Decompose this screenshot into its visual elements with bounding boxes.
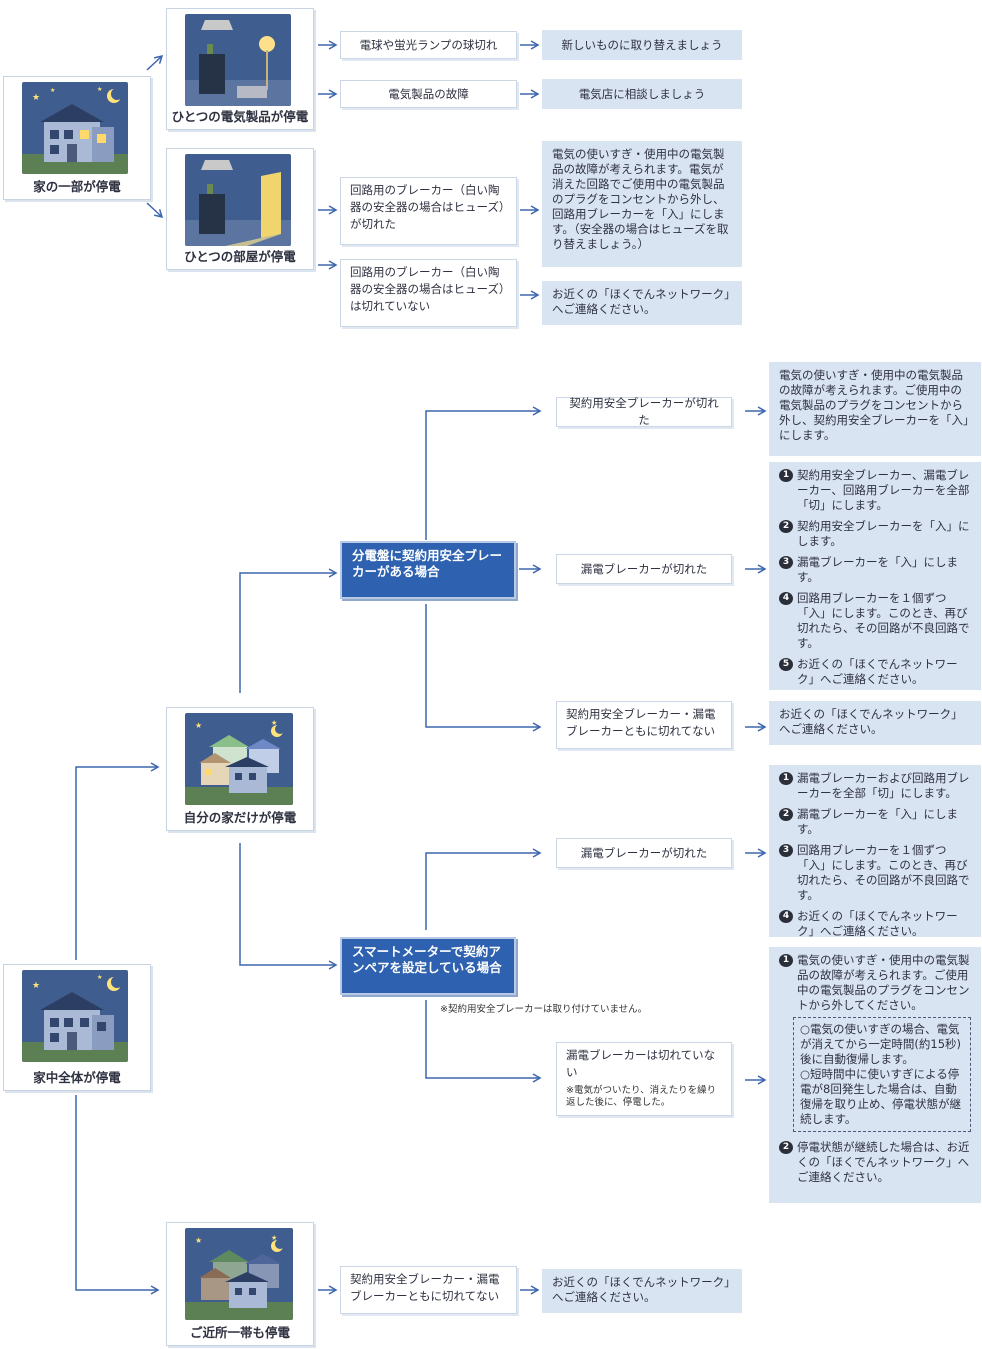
svg-text:★: ★ <box>32 981 40 991</box>
answer-contact-network-3: お近くの「ほくでんネットワーク」へご連絡ください。 <box>542 1269 742 1313</box>
root-card-whole-house: ★★ 家中全体が停電 <box>3 964 151 1091</box>
step-item: 5 お近くの「ほくでんネットワーク」へご連絡ください。 <box>779 657 971 687</box>
branch-smart-meter: スマートメーターで契約アンペアを設定している場合 <box>340 937 516 995</box>
step-number-4: 4 <box>779 910 793 923</box>
cause-appliance-fault: 電気製品の故障 <box>340 80 517 108</box>
step-text: 回路用ブレーカーを１個ずつ「入」にします。このとき、再び切れたら、その回路が不良… <box>797 591 970 650</box>
room-lamp-illustration <box>185 14 291 106</box>
recovery-note: ○短時間中に使いすぎによる停電が8回発生した場合は、自動復帰を取り止め、停電状態… <box>800 1067 961 1126</box>
svg-text:★: ★ <box>32 93 40 103</box>
case-leakage-breaker-tripped-a: 漏電ブレーカーが切れた <box>556 554 732 584</box>
svg-text:★: ★ <box>97 974 102 981</box>
answer-contact-network-2: お近くの「ほくでんネットワーク」へご連絡ください。 <box>769 701 981 745</box>
step-text: 契約用安全ブレーカー、漏電ブレーカー、回路用ブレーカーを全部「切」にします。 <box>797 468 970 512</box>
house-night-icon: ★★ <box>22 974 128 1062</box>
step-item: 3 回路用ブレーカーを１個ずつ「入」にします。このとき、再び切れたら、その回路が不… <box>779 843 971 903</box>
card-neighborhood-label: ご近所一帯も停電 <box>189 1325 290 1340</box>
root-card-whole-house-label: 家中全体が停電 <box>33 1070 121 1085</box>
svg-text:★: ★ <box>195 1236 202 1245</box>
cause-bulb-burnout: 電球や蛍光ランプの球切れ <box>340 31 517 59</box>
answer-consult-store: 電気店に相談しましょう <box>542 79 742 109</box>
card-own-house-label: 自分の家だけが停電 <box>183 810 297 825</box>
case-leakage-not-tripped: 漏電ブレーカーは切れていない ※電気がついたり、消えたりを繰り返した後に、停電し… <box>556 1042 732 1116</box>
svg-text:★: ★ <box>50 87 55 94</box>
step-item: 2 停電状態が継続した場合は、お近くの「ほくでんネットワーク」へご連絡ください。 <box>779 1140 971 1185</box>
step-number-1: 1 <box>779 772 793 785</box>
step-text: 回路用ブレーカーを１個ずつ「入」にします。このとき、再び切れたら、その回路が不良… <box>797 843 970 902</box>
step-number-1: 1 <box>779 469 793 482</box>
smart-meter-note: ※契約用安全ブレーカーは取り付けていません。 <box>440 1004 648 1015</box>
step-text: お近くの「ほくでんネットワーク」へご連絡ください。 <box>797 657 958 686</box>
house-night-icon: ★ ★ ★ <box>22 86 128 174</box>
card-neighborhood: ★★ ご近所一帯も停電 <box>166 1222 314 1346</box>
houses-night-icon: ★★ <box>185 719 293 805</box>
step-text: 契約用安全ブレーカーを「入」にします。 <box>797 519 970 548</box>
case-contract-breaker-tripped: 契約用安全ブレーカーが切れた <box>556 396 732 427</box>
card-own-house: ★★ 自分の家だけが停電 <box>166 707 314 831</box>
answer-contact-network-1: お近くの「ほくでんネットワーク」へご連絡ください。 <box>542 281 742 325</box>
card-one-room: ひとつの部屋が停電 <box>166 148 314 270</box>
step-number-2: 2 <box>779 1141 793 1154</box>
svg-text:★: ★ <box>97 86 102 93</box>
step-text: 漏電ブレーカーおよび回路用ブレーカーを全部「切」にします。 <box>797 771 970 800</box>
step-item: 2 契約用安全ブレーカーを「入」にします。 <box>779 519 971 549</box>
case-leakage-not-tripped-note: ※電気がついたり、消えたりを繰り返した後に、停電した。 <box>566 1085 717 1108</box>
step-text: 漏電ブレーカーを「入」にします。 <box>797 807 958 836</box>
dark-room-illustration <box>185 154 291 246</box>
step-number-1: 1 <box>779 954 793 967</box>
step-number-2: 2 <box>779 808 793 821</box>
root-card-label: 家の一部が停電 <box>33 179 121 194</box>
step-text: お近くの「ほくでんネットワーク」へご連絡ください。 <box>797 909 958 938</box>
step-text: 停電状態が継続した場合は、お近くの「ほくでんネットワーク」へご連絡ください。 <box>797 1140 970 1184</box>
step-item: 1 契約用安全ブレーカー、漏電ブレーカー、回路用ブレーカーを全部「切」にします。 <box>779 468 971 513</box>
answer-leakage-steps-b: 1 漏電ブレーカーおよび回路用ブレーカーを全部「切」にします。 2 漏電ブレーカーを… <box>769 765 981 939</box>
step-number-2: 2 <box>779 520 793 533</box>
answer-contract-breaker: 電気の使いすぎ・使用中の電気製品の故障が考えられます。ご使用中の電気製品のプラグ… <box>769 362 981 456</box>
step-item: 1 電気の使いすぎ・使用中の電気製品の故障が考えられます。ご使用中の電気製品のプラ… <box>779 953 971 1013</box>
svg-text:★: ★ <box>271 719 277 727</box>
case-leakage-breaker-tripped-b: 漏電ブレーカーが切れた <box>556 838 732 868</box>
case-both-not-tripped-neighborhood: 契約用安全ブレーカー・漏電ブレーカーともに切れてない <box>340 1266 517 1314</box>
step-item: 1 漏電ブレーカーおよび回路用ブレーカーを全部「切」にします。 <box>779 771 971 801</box>
step-text: 電気の使いすぎ・使用中の電気製品の故障が考えられます。ご使用中の電気製品のプラグ… <box>797 953 970 1012</box>
neighborhood-night-icon: ★★ <box>185 1234 293 1320</box>
card-one-appliance-label: ひとつの電気製品が停電 <box>171 109 309 124</box>
case-both-not-tripped-a: 契約用安全ブレーカー・漏電ブレーカーともに切れてない <box>556 701 732 749</box>
neighborhood-illustration: ★★ <box>185 1228 293 1320</box>
house-night-illustration-2: ★★ <box>22 970 128 1062</box>
card-one-room-label: ひとつの部屋が停電 <box>184 249 296 264</box>
step-item: 4 お近くの「ほくでんネットワーク」へご連絡ください。 <box>779 909 971 939</box>
step-number-4: 4 <box>779 592 793 605</box>
case-leakage-not-tripped-text: 漏電ブレーカーは切れていない <box>566 1048 716 1079</box>
cause-circuit-breaker-tripped: 回路用のブレーカー（白い陶器の安全器の場合はヒューズ）が切れた <box>340 177 517 245</box>
houses-illustration: ★★ <box>185 713 293 805</box>
card-one-appliance: ひとつの電気製品が停電 <box>166 8 314 130</box>
step-number-5: 5 <box>779 658 793 671</box>
lamp-room-icon <box>185 20 291 106</box>
step-item: 2 漏電ブレーカーを「入」にします。 <box>779 807 971 837</box>
auto-recovery-notes: ○電気の使いすぎの場合、電気が消えてから一定時間(約15秒)後に自動復帰します。… <box>793 1017 971 1132</box>
house-night-illustration: ★ ★ ★ <box>22 82 128 174</box>
step-text: 漏電ブレーカーを「入」にします。 <box>797 555 958 584</box>
branch-safety-breaker: 分電盤に契約用安全ブレーカーがある場合 <box>340 541 516 599</box>
svg-text:★: ★ <box>271 1234 277 1242</box>
root-card-partial-outage: ★ ★ ★ 家の一部が停電 <box>3 76 151 200</box>
svg-text:★: ★ <box>195 721 202 730</box>
answer-replace: 新しいものに取り替えましょう <box>542 30 742 60</box>
dark-room-icon <box>185 160 291 246</box>
step-number-3: 3 <box>779 556 793 569</box>
step-item: 3 漏電ブレーカーを「入」にします。 <box>779 555 971 585</box>
answer-circuit-breaker: 電気の使いすぎ・使用中の電気製品の故障が考えられます。電気が消えた回路でご使用中… <box>542 141 742 267</box>
step-item: 4 回路用ブレーカーを１個ずつ「入」にします。このとき、再び切れたら、その回路が不… <box>779 591 971 651</box>
answer-auto-recovery: 1 電気の使いすぎ・使用中の電気製品の故障が考えられます。ご使用中の電気製品のプラ… <box>769 947 981 1203</box>
step-number-3: 3 <box>779 844 793 857</box>
cause-circuit-breaker-not-tripped: 回路用のブレーカー（白い陶器の安全器の場合はヒューズ）は切れていない <box>340 259 517 327</box>
recovery-note: ○電気の使いすぎの場合、電気が消えてから一定時間(約15秒)後に自動復帰します。 <box>800 1022 962 1066</box>
